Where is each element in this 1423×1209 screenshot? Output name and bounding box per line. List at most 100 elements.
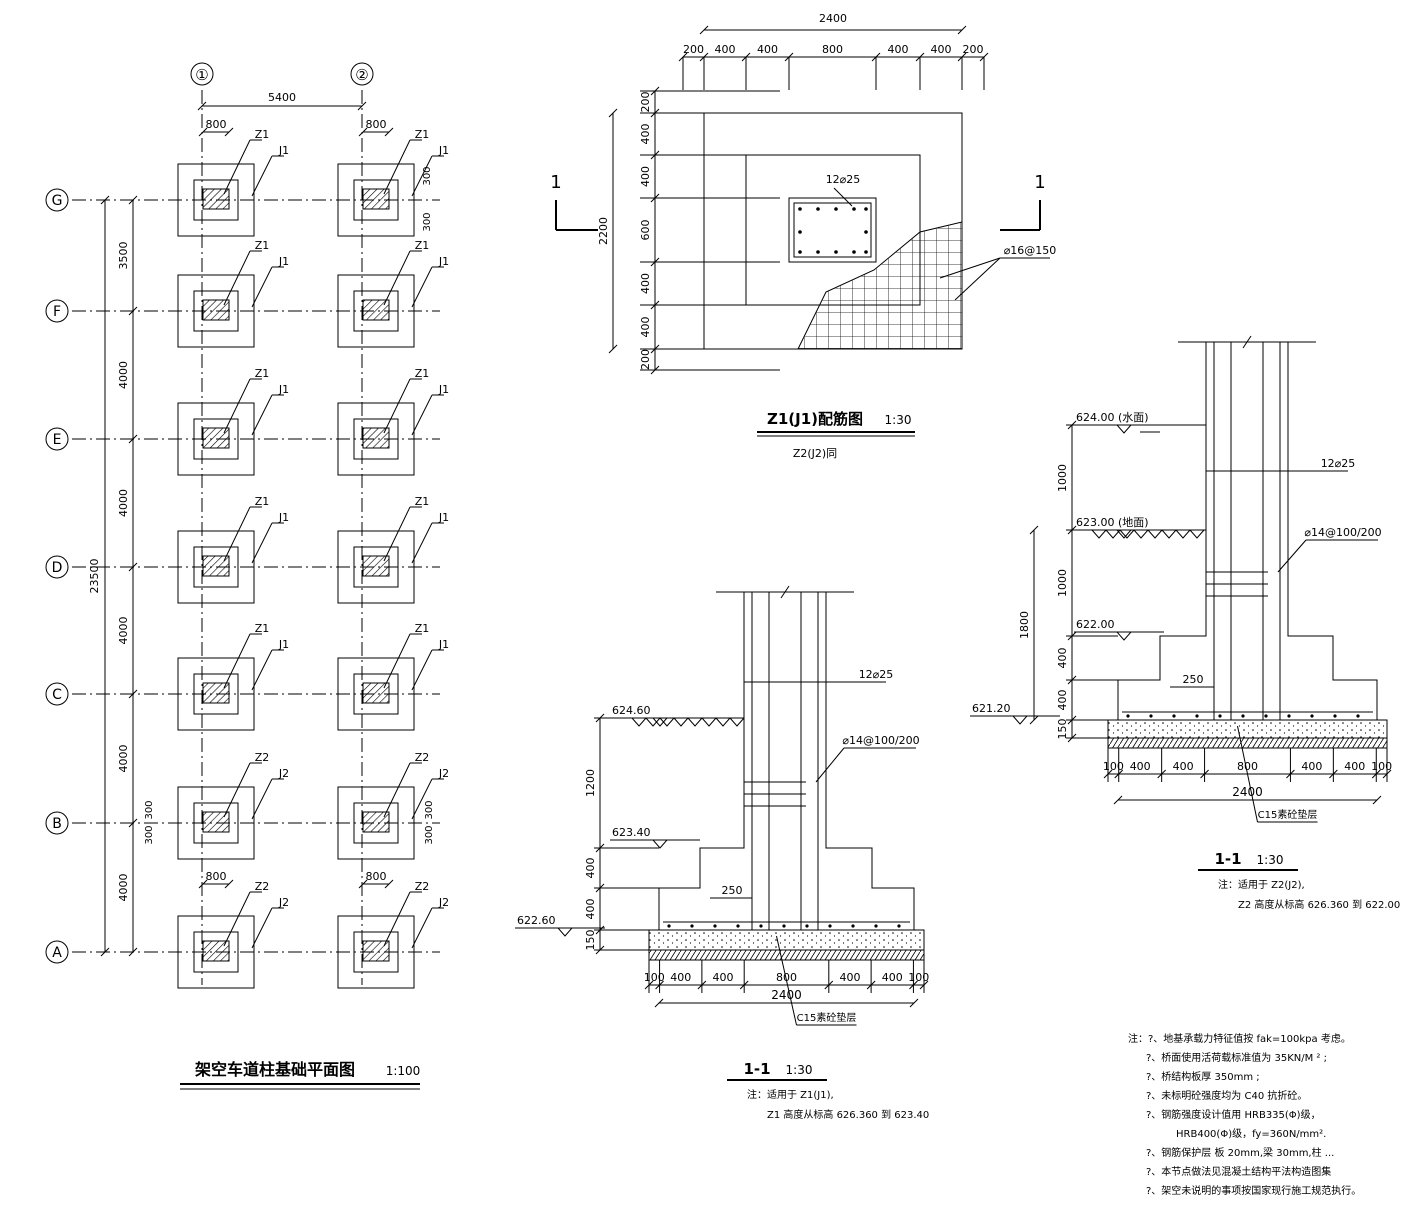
mesh-hatch xyxy=(797,221,963,350)
rebar-dot xyxy=(667,924,671,928)
ground-hatch xyxy=(1091,529,1107,539)
top-dim: 200 xyxy=(683,43,704,56)
footing-outer xyxy=(177,274,255,348)
left-total-dim: 2200 xyxy=(597,217,610,245)
bottom-dim: 100 xyxy=(1103,760,1124,773)
top-dim: 400 xyxy=(757,43,778,56)
bedding-label: C15素砼垫层 xyxy=(1258,808,1318,821)
row-axis-bubble xyxy=(45,555,69,579)
vertical-dim: 400 xyxy=(584,858,597,879)
section-note: 注：适用于 Z1(J1), xyxy=(747,1088,834,1101)
row-axis-bubble xyxy=(45,940,69,964)
col-width-dim: 800 xyxy=(366,870,387,883)
elevation-water-triangle xyxy=(1115,424,1133,434)
bottom-dim: 400 xyxy=(1344,760,1365,773)
offset-dim: 300 xyxy=(144,800,155,819)
footing-outer xyxy=(337,163,415,237)
rebar-dot xyxy=(864,230,868,234)
note-6: HRB400(Φ)级，fy=360N/mm². xyxy=(1176,1129,1327,1140)
rebar-dot xyxy=(1195,714,1199,718)
note-3: ?、桥结构板厚 350mm ; xyxy=(1146,1072,1260,1083)
rebar-dot xyxy=(852,207,856,211)
elevation-mid-triangle xyxy=(1115,631,1133,641)
footing-inner xyxy=(353,179,399,221)
ground-hatch xyxy=(715,717,731,727)
label-j1: J1 xyxy=(438,144,449,157)
dim-tick xyxy=(198,127,208,137)
dim-tick xyxy=(357,101,367,111)
section-scale: 1:30 xyxy=(1257,853,1284,867)
leader-line xyxy=(223,378,251,434)
ground-hatch xyxy=(645,717,661,727)
column-section xyxy=(202,811,230,833)
top-dim: 200 xyxy=(963,43,984,56)
rebar-dot xyxy=(798,250,802,254)
rebar-dot xyxy=(834,250,838,254)
rebar-dot xyxy=(1310,714,1314,718)
elevation-mid-text: 622.00 xyxy=(1076,618,1115,631)
footing-outer xyxy=(177,402,255,476)
offset-dim: 300 xyxy=(422,212,433,231)
left-dim: 400 xyxy=(639,166,652,187)
leader-line xyxy=(251,907,273,949)
label-j1: J1 xyxy=(278,383,289,396)
footing-inner xyxy=(193,673,239,715)
note-2: ?、桥面使用活荷载标准值为 35KN/M ² ; xyxy=(1146,1053,1327,1064)
footing-outer xyxy=(337,786,415,860)
rebar-dot xyxy=(1172,714,1176,718)
left-dim: 400 xyxy=(639,317,652,338)
bottom-dim: 400 xyxy=(1173,760,1194,773)
label-z1: Z1 xyxy=(415,128,430,141)
section-title: 1-1 xyxy=(1214,850,1241,868)
leader-line xyxy=(223,506,251,562)
col-width-dim: 800 xyxy=(206,870,227,883)
column-outline xyxy=(788,197,877,263)
label-z2: Z2 xyxy=(415,751,430,764)
vertical-dim: 1000 xyxy=(1056,464,1069,492)
rebar-dot xyxy=(1218,714,1222,718)
general-notes: 注：?、地基承载力特征值按 fak=100kpa 考虑。 ?、桥面使用活荷载标准… xyxy=(1128,1030,1418,1201)
dim-tick xyxy=(1029,715,1039,725)
section-note: 注：适用于 Z2(J2), xyxy=(1218,878,1305,891)
soil-layer xyxy=(648,949,925,961)
top-dim: 800 xyxy=(822,43,843,56)
note-4: ?、未标明砼强度均为 C40 抗折砼。 xyxy=(1146,1091,1308,1102)
dim-tick xyxy=(909,998,919,1008)
rebar-dot xyxy=(1287,714,1291,718)
rebar-dot xyxy=(805,924,809,928)
rebar-dot xyxy=(798,207,802,211)
column-section xyxy=(362,940,390,962)
elevation-base-text: 622.60 xyxy=(517,914,556,927)
leader-line xyxy=(251,778,273,820)
ground-hatch xyxy=(1133,529,1149,539)
label-j1: J1 xyxy=(278,638,289,651)
vertical-dim: 150 xyxy=(1056,719,1069,740)
dim-tick xyxy=(1029,525,1039,535)
rebar-dot xyxy=(852,250,856,254)
label-z1: Z1 xyxy=(255,239,270,252)
footing-inner xyxy=(353,290,399,332)
elevation-ground-triangle xyxy=(651,717,669,727)
footing-inner xyxy=(353,546,399,588)
rebar-dot xyxy=(816,207,820,211)
mesh-bar-label: ⌀16@150 xyxy=(1004,244,1057,257)
bedding-label: C15素砼垫层 xyxy=(797,1011,857,1024)
label-z2: Z2 xyxy=(415,880,430,893)
column-stirrup xyxy=(793,202,872,258)
bottom-dim: 800 xyxy=(1237,760,1258,773)
vertical-dim: 400 xyxy=(1056,648,1069,669)
leader-line xyxy=(383,891,411,947)
top-total-dim: 2400 xyxy=(819,12,847,25)
footing-inner xyxy=(193,546,239,588)
rebar-dot xyxy=(1241,714,1245,718)
plan-scale: 1:100 xyxy=(386,1064,421,1078)
col-width-dim: 800 xyxy=(206,118,227,131)
offset-dim: 300 xyxy=(422,166,433,185)
bottom-dim: 100 xyxy=(908,971,929,984)
note-9: ?、架空未说明的事项按国家现行施工规范执行。 xyxy=(1146,1186,1362,1197)
leader-line xyxy=(411,649,433,691)
label-j1: J1 xyxy=(278,511,289,524)
footing-outer xyxy=(177,915,255,989)
